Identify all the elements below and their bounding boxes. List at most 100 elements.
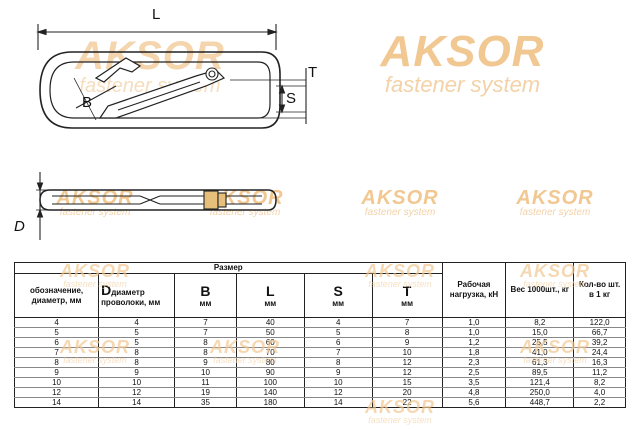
label-L: L [152,6,161,23]
table-cell: 12 [98,387,176,398]
gate-rivet [205,67,219,81]
table-cell: 11 [174,377,237,388]
table-cell: 14 [303,397,373,408]
label-S: S [286,90,297,107]
label-D: D [14,218,25,235]
header-s-unit: мм [332,298,345,308]
label-T: T [308,64,318,81]
header-designation: обозначение, диаметр, мм [13,273,100,318]
carabiner-side-view [39,189,277,211]
table-cell: 2,2 [573,397,626,408]
table-cell: 7 [174,317,237,328]
table-cell: 61,3 [505,357,575,368]
header-b-letter: B [200,282,211,299]
table-cell: 9 [371,337,443,348]
table-cell: 122,0 [573,317,626,328]
table-cell: 8 [303,357,373,368]
header-d-letter: D [101,282,112,298]
table-cell: 14 [13,397,100,408]
table-cell: 5,6 [441,397,507,408]
table-cell: 448,7 [505,397,575,408]
table-cell: 4,8 [441,387,507,398]
table-cell: 1,8 [441,347,507,358]
carabiner-nose [94,57,142,83]
table-cell: 70 [235,347,305,358]
table-cell: 14 [98,397,176,408]
table-cell: 9 [303,367,373,378]
table-cell: 10 [303,377,373,388]
table-cell: 7 [13,347,100,358]
header-l: L мм [235,273,305,318]
table-cell: 12 [371,367,443,378]
header-qty: Кол-во шт. в 1 кг [573,262,626,318]
header-t: T мм [371,273,443,318]
table-cell: 11,2 [573,367,626,378]
table-cell: 22 [371,397,443,408]
table-cell: 80 [235,357,305,368]
table-cell: 50 [235,327,305,338]
table-cell: 25,5 [505,337,575,348]
table-cell: 90 [235,367,305,378]
table-cell: 4 [98,317,176,328]
spec-table: Размер Рабочая нагрузка, кН Вес 1000шт.,… [13,262,626,408]
table-cell: 40 [235,317,305,328]
dimension-line-B [75,85,117,109]
table-cell: 5 [98,327,176,338]
table-cell: 39,2 [573,337,626,348]
table-cell: 140 [235,387,305,398]
label-B: B [82,94,93,111]
table-cell: 7 [174,327,237,338]
table-cell: 10 [371,347,443,358]
header-size-group: Размер [14,262,443,274]
table-cell: 9 [174,357,237,368]
table-cell: 60 [235,337,305,348]
side-view-rivet [203,190,219,210]
table-cell: 15,0 [505,327,575,338]
header-t-unit: мм [401,298,413,308]
table-cell: 6 [13,337,100,348]
table-cell: 16,3 [573,357,626,368]
table-cell: 2,5 [441,367,507,378]
header-d: Dдиаметр проволоки, мм [98,273,176,318]
table-cell: 1,0 [441,317,507,328]
table-cell: 250,0 [505,387,575,398]
table-cell: 66,7 [573,327,626,338]
header-weight: Вес 1000шт., кг [505,262,575,318]
table-cell: 24,4 [573,347,626,358]
table-cell: 19 [174,387,237,398]
table-cell: 12 [13,387,100,398]
table-cell: 12 [303,387,373,398]
table-cell: 35 [174,397,237,408]
table-cell: 10 [13,377,100,388]
table-cell: 3,5 [441,377,507,388]
header-b-unit: мм [199,298,212,308]
carabiner-outer-outline [39,51,281,129]
header-l-letter: L [266,282,275,299]
table-cell: 8,2 [573,377,626,388]
table-cell: 10 [174,367,237,378]
table-cell: 8,2 [505,317,575,328]
header-load: Рабочая нагрузка, кН [441,262,507,318]
header-s: S мм [303,273,373,318]
table-cell: 4 [303,317,373,328]
watermark-tagline: fastener system [368,415,432,425]
table-cell: 9 [98,367,176,378]
table-cell: 20 [371,387,443,398]
table-cell: 7 [371,317,443,328]
table-cell: 8 [13,357,100,368]
table-cell: 1,2 [441,337,507,348]
table-cell: 5 [13,327,100,338]
table-cell: 180 [235,397,305,408]
table-cell: 8 [174,337,237,348]
table-cell: 8 [174,347,237,358]
table-cell: 2,3 [441,357,507,368]
table-cell: 8 [98,357,176,368]
table-cell: 7 [303,347,373,358]
table-cell: 89,5 [505,367,575,378]
table-cell: 6 [303,337,373,348]
